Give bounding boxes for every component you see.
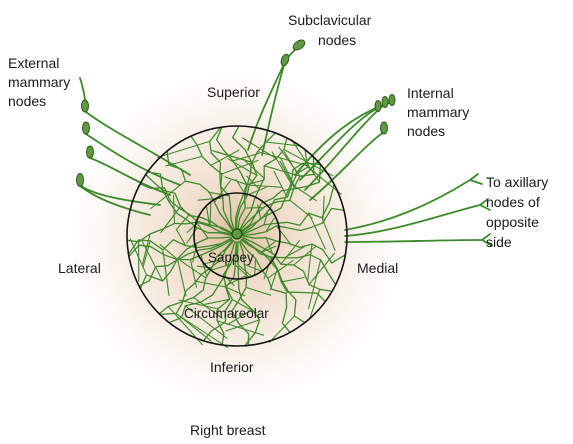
circumareolar-label: Circumareolar: [184, 306, 269, 321]
internal-mammary-node-3: [389, 95, 395, 106]
external-mammary-label-line3: nodes: [8, 93, 46, 109]
external-mammary-node-4: [77, 174, 84, 187]
internal-mammary-label-line3: nodes: [407, 123, 445, 139]
internal-mammary-label-line1: Internal: [407, 85, 454, 101]
inferior-label: Inferior: [210, 359, 254, 375]
external-mammary-label-line2: mammary: [8, 74, 70, 90]
draining-vessel: [470, 174, 482, 184]
external-mammary-node-2: [83, 122, 90, 134]
medial-label: Medial: [357, 260, 398, 276]
internal-mammary-label-line2: mammary: [407, 104, 469, 120]
subclavicular-label-line2: nodes: [318, 32, 356, 48]
lateral-label: Lateral: [58, 260, 101, 276]
internal-mammary-node-1: [375, 101, 381, 112]
sappey-label: Sappey: [208, 250, 254, 265]
sappey-plexus-node: [232, 229, 242, 239]
caption-right-breast: Right breast: [190, 422, 266, 438]
axillary-opposite-label-line1: To axillary: [486, 174, 548, 190]
internal-mammary-node-2: [382, 97, 388, 108]
capillary-branch: [210, 203, 211, 225]
internal-mammary-node-4: [381, 122, 388, 134]
subclavicular-label-line1: Subclavicular: [288, 12, 372, 28]
external-mammary-label-line1: External: [8, 55, 59, 71]
superior-label: Superior: [207, 84, 260, 100]
external-mammary-node-3: [87, 146, 94, 158]
draining-vessel: [80, 78, 85, 100]
axillary-opposite-label-line2: nodes of: [486, 194, 540, 210]
axillary-opposite-label-line4: side: [486, 234, 512, 250]
axillary-opposite-label-line3: opposite: [486, 214, 539, 230]
external-mammary-node-1: [82, 100, 89, 112]
